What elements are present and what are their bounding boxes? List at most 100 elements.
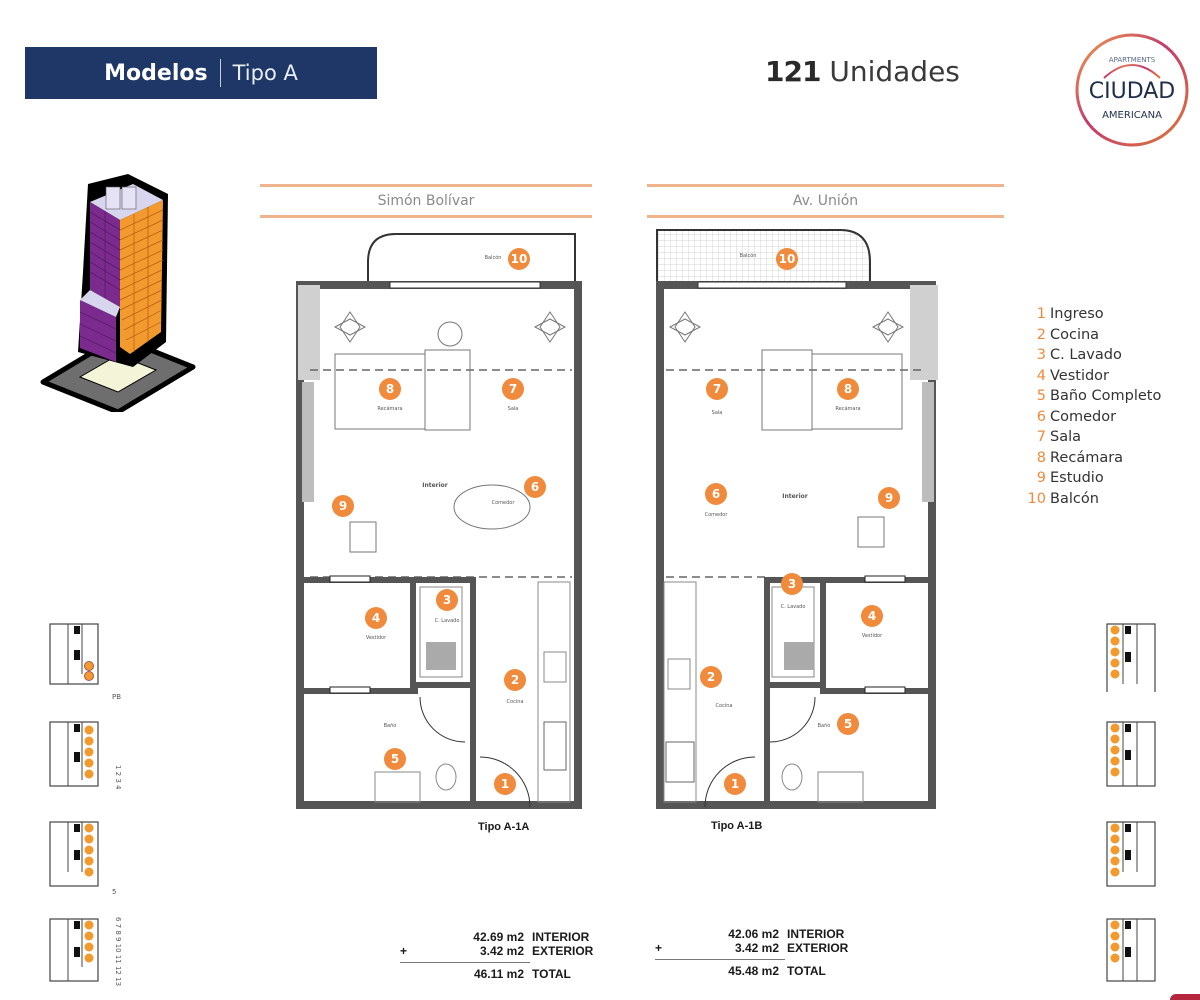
legend-number: 3 bbox=[1036, 347, 1046, 363]
svg-text:AMERICANA: AMERICANA bbox=[1102, 110, 1162, 121]
legend-number: 7 bbox=[1036, 429, 1046, 445]
units-number: 121 bbox=[765, 55, 821, 88]
legend-label: Recámara bbox=[1050, 449, 1124, 466]
svg-text:1: 1 bbox=[731, 777, 739, 791]
units-count: 121 Unidades bbox=[765, 55, 960, 88]
total-label: TOTAL bbox=[532, 967, 571, 981]
exterior-label: EXTERIOR bbox=[532, 944, 594, 958]
plan-caption-a-1a: Tipo A-1A bbox=[478, 821, 530, 833]
keyplan-left-1-4-icon bbox=[49, 721, 99, 787]
legend-number: 9 bbox=[1036, 470, 1046, 486]
legend-label: C. Lavado bbox=[1050, 347, 1122, 363]
legend-label: Baño Completo bbox=[1050, 388, 1162, 404]
svg-text:4: 4 bbox=[372, 611, 380, 625]
plus-sign: + bbox=[655, 941, 663, 955]
svg-text:4: 4 bbox=[868, 609, 876, 623]
svg-text:2: 2 bbox=[707, 670, 715, 684]
legend-label: Comedor bbox=[1050, 408, 1117, 425]
svg-text:Interior: Interior bbox=[422, 482, 448, 489]
svg-text:6: 6 bbox=[531, 480, 539, 494]
building-isometric-icon bbox=[40, 174, 196, 412]
svg-text:7: 7 bbox=[713, 382, 721, 396]
keyplan-right-4-icon bbox=[1106, 918, 1156, 982]
legend-label: Ingreso bbox=[1050, 306, 1104, 322]
svg-text:APARTMENTS: APARTMENTS bbox=[1109, 56, 1156, 64]
floor-plan-a-1a: 10 8 7 6 9 3 4 2 5 1 Balcón Recámara Sal… bbox=[296, 233, 582, 809]
svg-text:6: 6 bbox=[712, 487, 720, 501]
title-type: Tipo A bbox=[232, 61, 298, 85]
svg-text:8: 8 bbox=[386, 382, 394, 396]
units-label: Unidades bbox=[829, 55, 960, 88]
svg-text:Cocina: Cocina bbox=[716, 703, 733, 709]
title-divider bbox=[219, 59, 221, 87]
sum-divider bbox=[400, 962, 530, 963]
svg-text:Cocina: Cocina bbox=[507, 699, 524, 705]
legend-label: Balcón bbox=[1050, 490, 1099, 507]
keyplan-right-2-icon bbox=[1106, 721, 1156, 787]
svg-text:C. Lavado: C. Lavado bbox=[781, 604, 806, 610]
legend-label: Estudio bbox=[1050, 470, 1104, 486]
svg-text:9: 9 bbox=[885, 491, 893, 505]
legend-number: 6 bbox=[1036, 408, 1046, 425]
floor-label: 1 2 3 4 bbox=[114, 765, 122, 790]
floor-label: PB bbox=[112, 693, 122, 701]
svg-text:Recámara: Recámara bbox=[835, 405, 860, 412]
svg-text:Balcón: Balcón bbox=[740, 252, 757, 259]
svg-text:7: 7 bbox=[509, 382, 517, 396]
floor-label: 6 7 8 9 10 11 12 13 bbox=[114, 917, 122, 987]
svg-text:C. Lavado: C. Lavado bbox=[435, 618, 460, 624]
interior-area: 42.06 m2 bbox=[728, 927, 779, 941]
svg-text:Balcón: Balcón bbox=[485, 254, 502, 261]
svg-text:Sala: Sala bbox=[712, 410, 723, 416]
plus-sign: + bbox=[400, 944, 408, 958]
street-label-av-union: Av. Unión bbox=[647, 184, 1004, 218]
street-label-simon-bolivar: Simón Bolívar bbox=[260, 184, 592, 218]
interior-label: INTERIOR bbox=[787, 927, 845, 941]
svg-text:Recámara: Recámara bbox=[377, 405, 402, 412]
keyplan-right-3-icon bbox=[1106, 821, 1156, 887]
ciudad-americana-logo: APARTMENTS CIUDAD AMERICANA bbox=[1075, 33, 1189, 147]
svg-text:Interior: Interior bbox=[782, 493, 808, 500]
legend-number: 10 bbox=[1027, 490, 1046, 507]
plan-caption-a-1b: Tipo A-1B bbox=[711, 820, 763, 832]
corner-accent bbox=[1170, 994, 1200, 1000]
svg-text:3: 3 bbox=[443, 593, 451, 607]
svg-text:5: 5 bbox=[844, 717, 852, 731]
legend-label: Cocina bbox=[1050, 326, 1100, 343]
exterior-label: EXTERIOR bbox=[787, 941, 849, 955]
svg-text:Baño: Baño bbox=[384, 723, 397, 729]
svg-text:Vestidor: Vestidor bbox=[366, 635, 387, 641]
svg-text:Vestidor: Vestidor bbox=[862, 633, 883, 639]
total-area: 45.48 m2 bbox=[728, 964, 779, 978]
keyplan-right-1-icon bbox=[1106, 623, 1156, 692]
svg-text:10: 10 bbox=[511, 252, 528, 266]
svg-text:8: 8 bbox=[844, 382, 852, 396]
sum-divider bbox=[655, 959, 785, 960]
keyplan-left-5-icon bbox=[49, 821, 99, 887]
svg-text:Comedor: Comedor bbox=[492, 500, 516, 506]
svg-text:CIUDAD: CIUDAD bbox=[1089, 79, 1176, 104]
keyplan-left-pb-icon bbox=[49, 623, 99, 685]
interior-area: 42.69 m2 bbox=[473, 930, 524, 944]
svg-text:5: 5 bbox=[391, 752, 399, 766]
svg-text:10: 10 bbox=[779, 252, 796, 266]
floor-label: 5 bbox=[112, 888, 117, 896]
exterior-area: 3.42 m2 bbox=[479, 944, 524, 958]
interior-label: INTERIOR bbox=[532, 930, 590, 944]
legend-number: 8 bbox=[1036, 449, 1046, 466]
legend-number: 5 bbox=[1036, 388, 1046, 404]
floor-plan-a-1b: 10 7 8 6 9 3 4 2 5 1 Balcón Sala Recámar… bbox=[656, 229, 938, 809]
title-models: Modelos bbox=[104, 60, 208, 86]
svg-text:1: 1 bbox=[501, 777, 509, 791]
